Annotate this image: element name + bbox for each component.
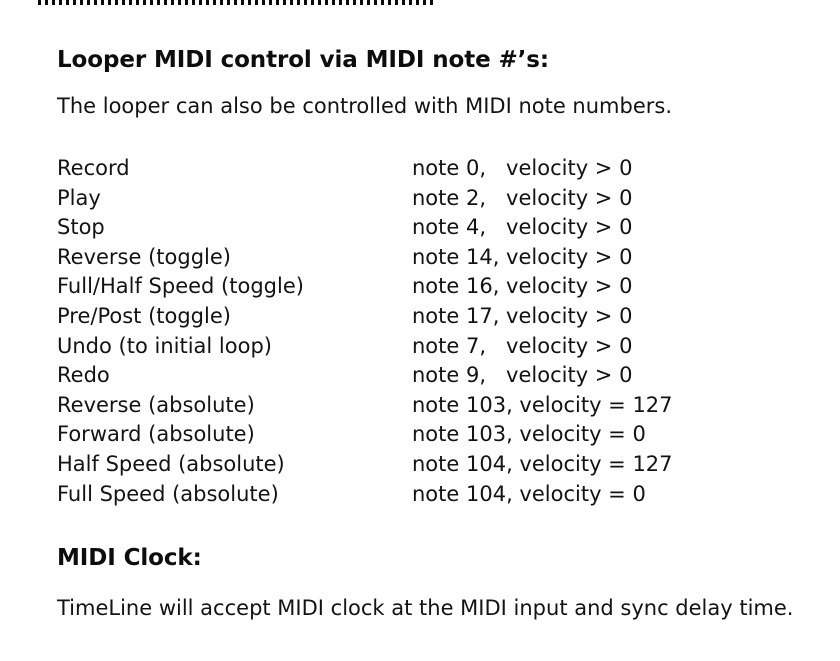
midi-note-mapping-body: Record note 0, velocity > 0 Play note 2,… (57, 154, 797, 509)
row-note-value: note 7, velocity > 0 (412, 333, 633, 358)
table-row: Play note 2, velocity > 0 (57, 184, 797, 214)
row-note-value: note 103, velocity = 127 (412, 392, 673, 417)
looper-intro-text: The looper can also be controlled with M… (57, 94, 673, 118)
row-note-value: note 14, velocity > 0 (412, 244, 633, 269)
row-note-value: note 9, velocity > 0 (412, 363, 633, 388)
table-row: Full Speed (absolute) note 104, velocity… (57, 480, 797, 510)
row-action-label: Stop (57, 215, 105, 240)
midi-clock-section-heading: MIDI Clock: (57, 545, 202, 571)
row-action-label: Half Speed (absolute) (57, 451, 285, 476)
looper-section-heading: Looper MIDI control via MIDI note #’s: (57, 47, 549, 73)
dotted-divider (38, 0, 436, 9)
row-note-value: note 104, velocity = 0 (412, 481, 646, 506)
row-action-label: Undo (to initial loop) (57, 333, 272, 358)
row-note-value: note 0, velocity > 0 (412, 156, 633, 180)
midi-clock-body-text: TimeLine will accept MIDI clock at the M… (57, 596, 794, 620)
table-row: Full/Half Speed (toggle) note 16, veloci… (57, 272, 797, 302)
row-action-label: Redo (57, 363, 110, 388)
row-note-value: note 4, velocity > 0 (412, 215, 633, 240)
row-action-label: Reverse (absolute) (57, 392, 255, 417)
table-row: Redo note 9, velocity > 0 (57, 361, 797, 391)
row-action-label: Full/Half Speed (toggle) (57, 274, 304, 299)
table-row: Pre/Post (toggle) note 17, velocity > 0 (57, 302, 797, 332)
row-action-label: Play (57, 185, 101, 210)
row-action-label: Record (57, 156, 130, 180)
row-note-value: note 16, velocity > 0 (412, 274, 633, 299)
row-action-label: Full Speed (absolute) (57, 481, 279, 506)
row-action-label: Pre/Post (toggle) (57, 303, 231, 328)
table-row: Half Speed (absolute) note 104, velocity… (57, 450, 797, 480)
table-row: Undo (to initial loop) note 7, velocity … (57, 332, 797, 362)
dotted-divider-line (38, 0, 436, 7)
row-action-label: Forward (absolute) (57, 422, 255, 447)
table-row: Forward (absolute) note 103, velocity = … (57, 420, 797, 450)
row-action-label: Reverse (toggle) (57, 244, 231, 269)
table-row: Reverse (absolute) note 103, velocity = … (57, 391, 797, 421)
table-row: Stop note 4, velocity > 0 (57, 213, 797, 243)
row-note-value: note 103, velocity = 0 (412, 422, 646, 447)
row-note-value: note 17, velocity > 0 (412, 303, 633, 328)
midi-note-mapping-table: Record note 0, velocity > 0 Play note 2,… (57, 154, 797, 509)
table-row: Reverse (toggle) note 14, velocity > 0 (57, 243, 797, 273)
table-row: Record note 0, velocity > 0 (57, 154, 797, 184)
row-note-value: note 104, velocity = 127 (412, 451, 673, 476)
row-note-value: note 2, velocity > 0 (412, 185, 633, 210)
